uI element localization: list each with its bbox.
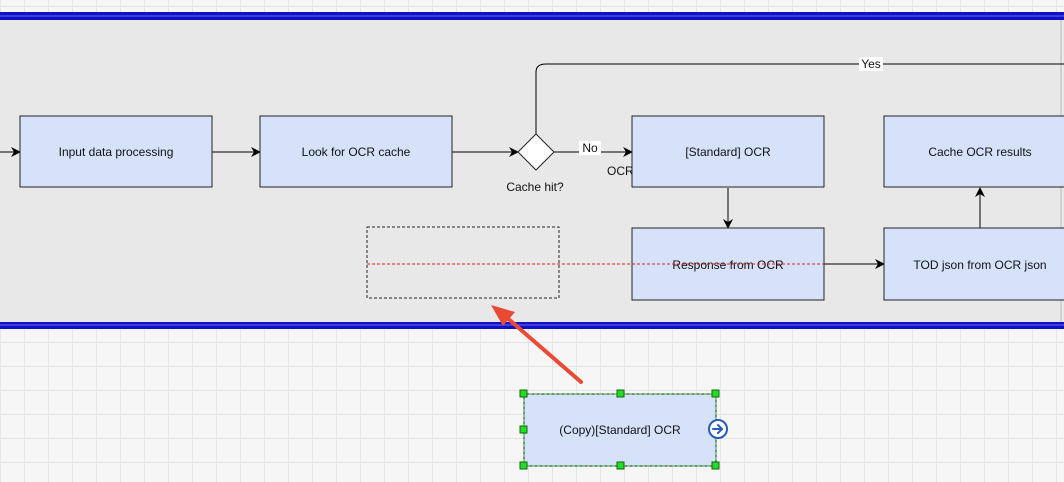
edge-label-no-text: No <box>582 141 598 155</box>
edge-decision-yes[interactable] <box>535 63 1064 134</box>
resize-handle-w[interactable] <box>519 425 528 434</box>
resize-handle-ne[interactable] <box>711 389 720 398</box>
node-cache-results-box <box>883 115 1064 188</box>
edge-label-yes-background <box>859 57 883 71</box>
node-standard-ocr-box <box>631 115 825 188</box>
arrow-right-circle-icon[interactable] <box>708 419 728 439</box>
node-input-processing[interactable]: Input data processing <box>19 115 213 188</box>
node-input-processing-label: Input data processing <box>59 145 174 159</box>
decision-diamond <box>517 133 555 171</box>
node-input-processing-box <box>19 115 213 188</box>
node-decision[interactable]: Cache hit? <box>506 133 564 194</box>
node-copy-standard-ocr[interactable]: (Copy)[Standard] OCR <box>523 393 717 467</box>
node-look-cache-label: Look for OCR cache <box>302 145 411 159</box>
pointer-arrow-icon <box>491 305 583 384</box>
node-decision-label: Cache hit? <box>506 180 564 194</box>
node-look-cache[interactable]: Look for OCR cache <box>259 115 453 188</box>
resize-handle-sw[interactable] <box>519 461 528 470</box>
edge-label-ocr-partial[interactable]: OCR <box>607 164 634 178</box>
edge-label-yes[interactable]: Yes <box>859 57 883 71</box>
resize-handle-s[interactable] <box>616 461 625 470</box>
resize-handle-se[interactable] <box>711 461 720 470</box>
edge-label-no-background <box>579 141 601 155</box>
edge-label-yes-text: Yes <box>861 57 881 71</box>
node-cache-results[interactable]: Cache OCR results <box>883 115 1064 188</box>
resize-handle-n[interactable] <box>616 389 625 398</box>
node-standard-ocr-label: [Standard] OCR <box>685 145 771 159</box>
node-tod-json-box <box>883 227 1064 301</box>
node-response-ocr-label: Response from OCR <box>672 258 784 272</box>
node-cache-results-label: Cache OCR results <box>928 145 1031 159</box>
node-copy-standard-ocr-label: (Copy)[Standard] OCR <box>559 423 681 437</box>
node-tod-json-label: TOD json from OCR json <box>913 258 1046 272</box>
node-look-cache-box <box>259 115 453 188</box>
node-standard-ocr[interactable]: [Standard] OCR <box>631 115 825 188</box>
node-tod-json[interactable]: TOD json from OCR json <box>883 227 1064 301</box>
resize-handle-nw[interactable] <box>519 389 528 398</box>
drop-target-preview <box>366 226 560 299</box>
edge-label-no[interactable]: No <box>579 141 601 155</box>
